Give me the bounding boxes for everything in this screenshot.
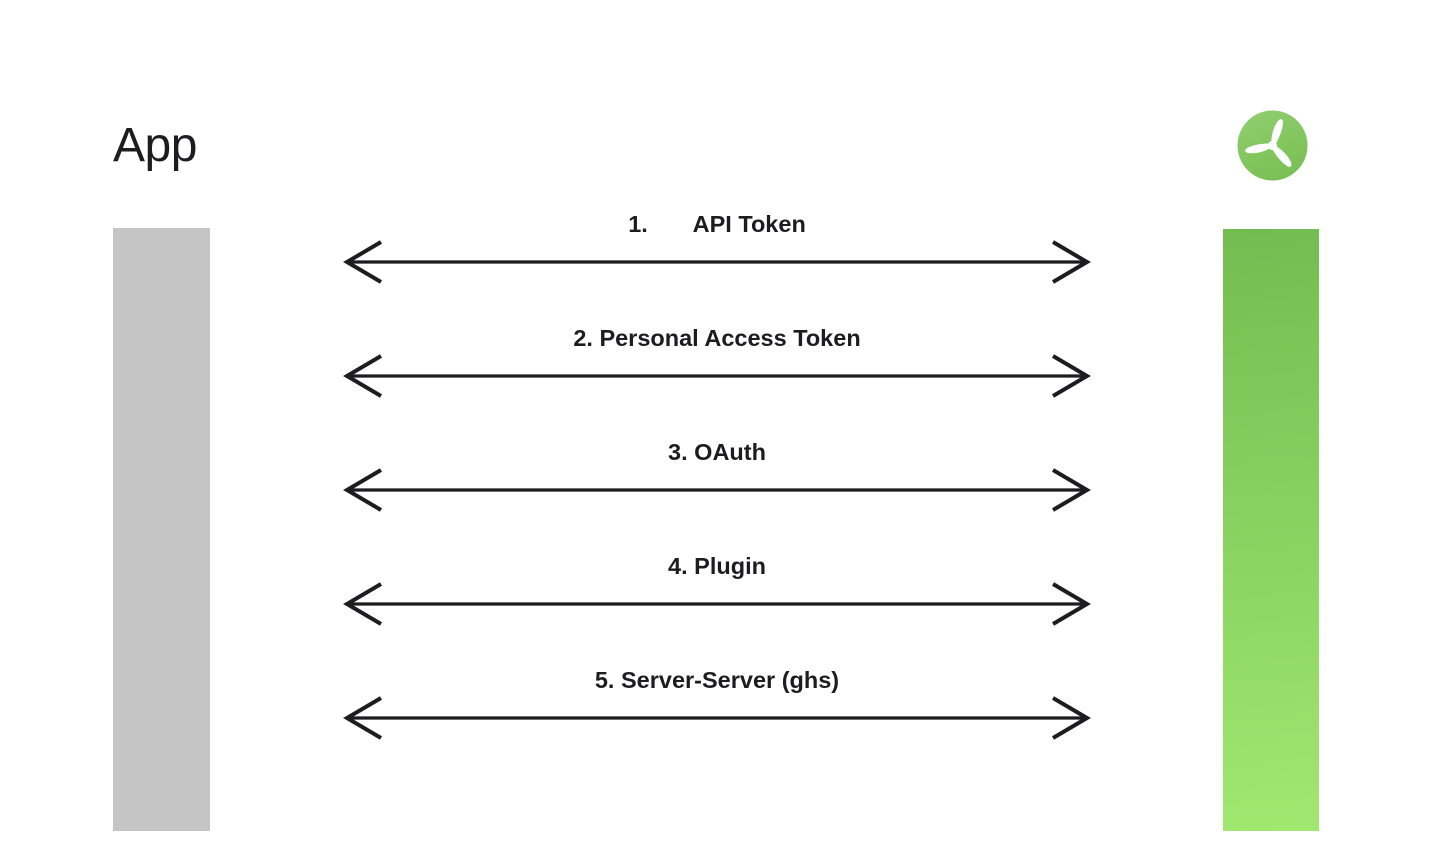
wind-propeller-icon	[1237, 110, 1308, 181]
flow-row-api-token: 1. API Token	[337, 200, 1097, 306]
app-lifeline-bar	[113, 228, 210, 831]
double-arrow-icon	[343, 240, 1091, 284]
double-arrow-icon	[343, 696, 1091, 740]
flow-row-server-server: 5. Server-Server (ghs)	[337, 656, 1097, 762]
flow-row-personal-access-token: 2. Personal Access Token	[337, 314, 1097, 420]
app-title: App	[113, 119, 197, 172]
double-arrow-icon	[343, 468, 1091, 512]
double-arrow-icon	[343, 354, 1091, 398]
double-arrow-icon	[343, 582, 1091, 626]
service-lifeline-bar	[1223, 229, 1319, 831]
flow-label: 2. Personal Access Token	[573, 325, 861, 351]
flow-label: 1. API Token	[628, 211, 806, 237]
flow-label: 5. Server-Server (ghs)	[594, 667, 840, 693]
flow-row-oauth: 3. OAuth	[337, 428, 1097, 534]
flow-label: 4. Plugin	[668, 553, 766, 579]
flow-label: 3. OAuth	[668, 439, 766, 465]
flow-row-plugin: 4. Plugin	[337, 542, 1097, 648]
